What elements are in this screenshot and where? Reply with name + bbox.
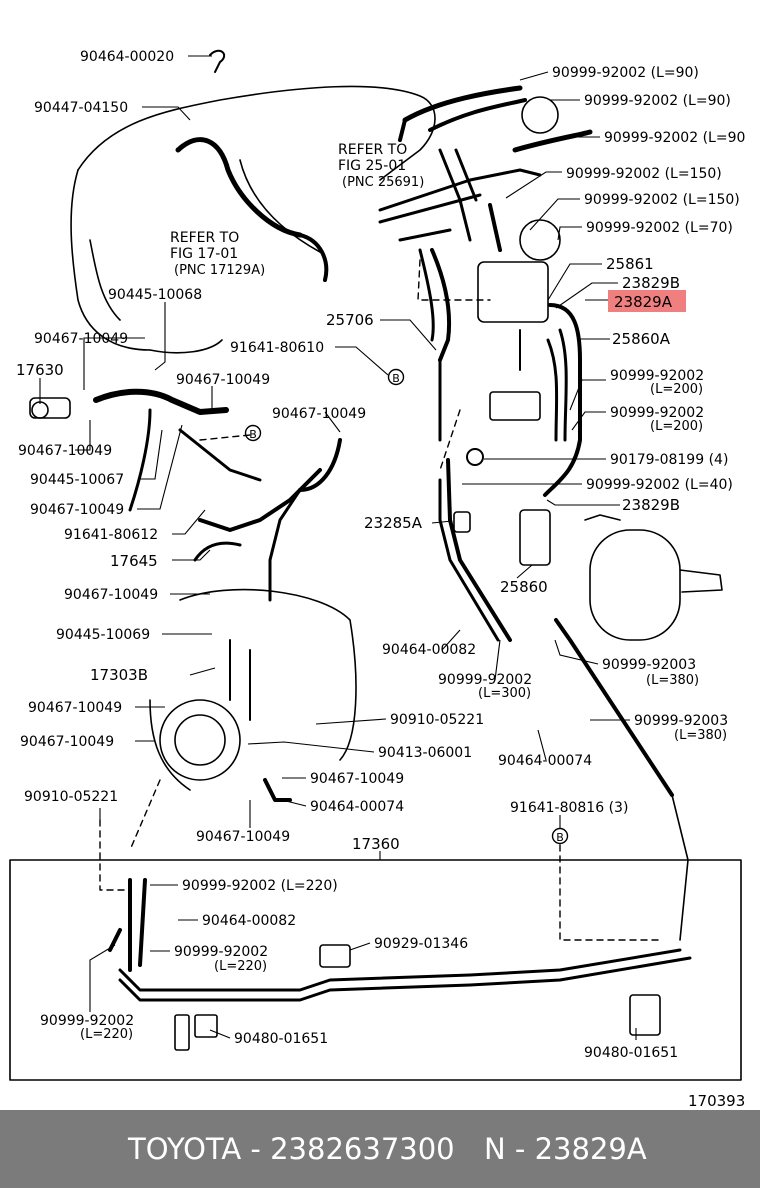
callout-label: 90999-92002 (L=200) [610, 405, 704, 434]
svg-text:(L=200): (L=200) [650, 382, 703, 397]
callout-label: 90999-92003 (L=380) [602, 657, 699, 688]
callout-label: 25706 [326, 311, 374, 329]
callout-label: 90445-10069 [56, 627, 150, 643]
reference-note: REFER TO FIG 25-01 (PNC 25691) [338, 142, 424, 190]
footer-part-number: TOYOTA - 2382637300 [128, 1132, 455, 1166]
callout-label: 91641-80816 (3) [510, 800, 628, 816]
callout-label: 90179-08199 (4) [610, 452, 728, 468]
callout-label: 90999-92002 (L=220) [182, 878, 338, 894]
svg-text:(L=380): (L=380) [646, 673, 699, 688]
svg-text:(PNC 25691): (PNC 25691) [342, 175, 424, 190]
marker-b: B [551, 827, 569, 845]
svg-text:B: B [392, 372, 400, 385]
callout-label: 23829B [622, 274, 680, 292]
callout-label: 90910-05221 [24, 789, 118, 805]
callout-label: 90999-92002 (L=220) [174, 944, 268, 974]
svg-text:90999-92002: 90999-92002 [174, 944, 268, 960]
svg-text:90999-92003: 90999-92003 [602, 657, 696, 673]
callout-label: 25860A [612, 330, 671, 348]
svg-text:(L=220): (L=220) [214, 959, 267, 974]
callout-label: 90999-92002 (L=300) [438, 672, 532, 701]
line-art [9, 49, 742, 1081]
svg-text:FIG 17-01: FIG 17-01 [170, 246, 238, 262]
callout-label: 90467-10049 [18, 443, 112, 459]
leader-lines [39, 55, 637, 1040]
svg-text:90999-92003: 90999-92003 [634, 713, 728, 729]
svg-text:90999-92002: 90999-92002 [40, 1013, 134, 1029]
callout-label: 90447-04150 [34, 100, 128, 116]
highlight-box [608, 290, 686, 312]
callout-label: 90467-10049 [30, 502, 124, 518]
reference-note: REFER TO FIG 17-01 (PNC 17129A) [170, 230, 265, 278]
callout-label: 90467-10049 [196, 829, 290, 845]
figure-number: 170393 [688, 1092, 745, 1110]
callout-label: 90999-92003 (L=380) [634, 713, 728, 743]
svg-text:B: B [249, 428, 257, 441]
callout-label: 90480-01651 [584, 1045, 678, 1061]
callout-label: 90999-92002 (L=90 [604, 130, 745, 146]
callout-label: 90467-10049 [310, 771, 404, 787]
parts-diagram: B B B [9, 49, 745, 1110]
callout-label: 90413-06001 [378, 745, 472, 761]
svg-text:(L=220): (L=220) [80, 1027, 133, 1042]
marker-b: B [387, 368, 405, 386]
callout-label: 90467-10049 [20, 734, 114, 750]
callout-label: 90467-10049 [272, 406, 366, 422]
callout-label: 90467-10049 [176, 372, 270, 388]
callout-label: 91641-80610 [230, 340, 324, 356]
callout-label: 23285A [364, 514, 423, 532]
callout-label: 90464-00082 [382, 642, 476, 658]
svg-text:REFER TO: REFER TO [170, 230, 239, 246]
svg-text:FIG 25-01: FIG 25-01 [338, 158, 406, 174]
svg-text:(L=300): (L=300) [478, 686, 531, 701]
callout-label: 90999-92002 (L=90) [552, 65, 699, 81]
callout-label: 90467-10049 [28, 700, 122, 716]
callout-label: 90999-92002 (L=90) [584, 93, 731, 109]
callout-label: 90910-05221 [390, 712, 484, 728]
callout-label: 25861 [606, 255, 654, 273]
footer-bar: TOYOTA - 2382637300 N - 23829A [0, 1110, 760, 1188]
callout-label: 90999-92002 (L=220) [40, 1013, 134, 1042]
callout-label: 25860 [500, 578, 548, 596]
callout-label: 90999-92002 (L=150) [566, 166, 722, 182]
callout-label: 17360 [352, 835, 400, 853]
callout-label: 23829B [622, 496, 680, 514]
callout-label: 90999-92002 (L=70) [586, 220, 733, 236]
svg-text:90999-92002: 90999-92002 [610, 405, 704, 421]
callout-label: 17303B [90, 666, 148, 684]
callout-label: 90480-01651 [234, 1031, 328, 1047]
svg-text:(L=200): (L=200) [650, 419, 703, 434]
svg-text:90999-92002: 90999-92002 [610, 368, 704, 384]
callout-label: 90464-00082 [202, 913, 296, 929]
callout-label: 90999-92002 (L=40) [586, 477, 733, 493]
svg-text:90999-92002: 90999-92002 [438, 672, 532, 688]
callout-label: 90445-10068 [108, 287, 202, 303]
callout-label: 90999-92002 (L=200) [610, 368, 704, 397]
svg-text:REFER TO: REFER TO [338, 142, 407, 158]
callout-highlighted: 23829A [614, 293, 673, 311]
callout-label: 90464-00020 [80, 49, 174, 65]
svg-text:B: B [556, 831, 564, 844]
callout-label: 90445-10067 [30, 472, 124, 488]
footer-reference: N - 23829A [484, 1132, 647, 1166]
callout-label: 91641-80612 [64, 527, 158, 543]
svg-text:(L=380): (L=380) [674, 728, 727, 743]
callout-label: 90464-00074 [310, 799, 404, 815]
callout-label: 17645 [110, 552, 158, 570]
callout-label: 17630 [16, 361, 64, 379]
callout-label: 90467-10049 [64, 587, 158, 603]
callout-label: 90467-10049 [34, 331, 128, 347]
marker-b: B [244, 424, 262, 442]
callout-label: 90929-01346 [374, 936, 468, 952]
callout-label: 90999-92002 (L=150) [584, 192, 740, 208]
callout-label: 90464-00074 [498, 753, 592, 769]
svg-text:(PNC 17129A): (PNC 17129A) [174, 263, 265, 278]
